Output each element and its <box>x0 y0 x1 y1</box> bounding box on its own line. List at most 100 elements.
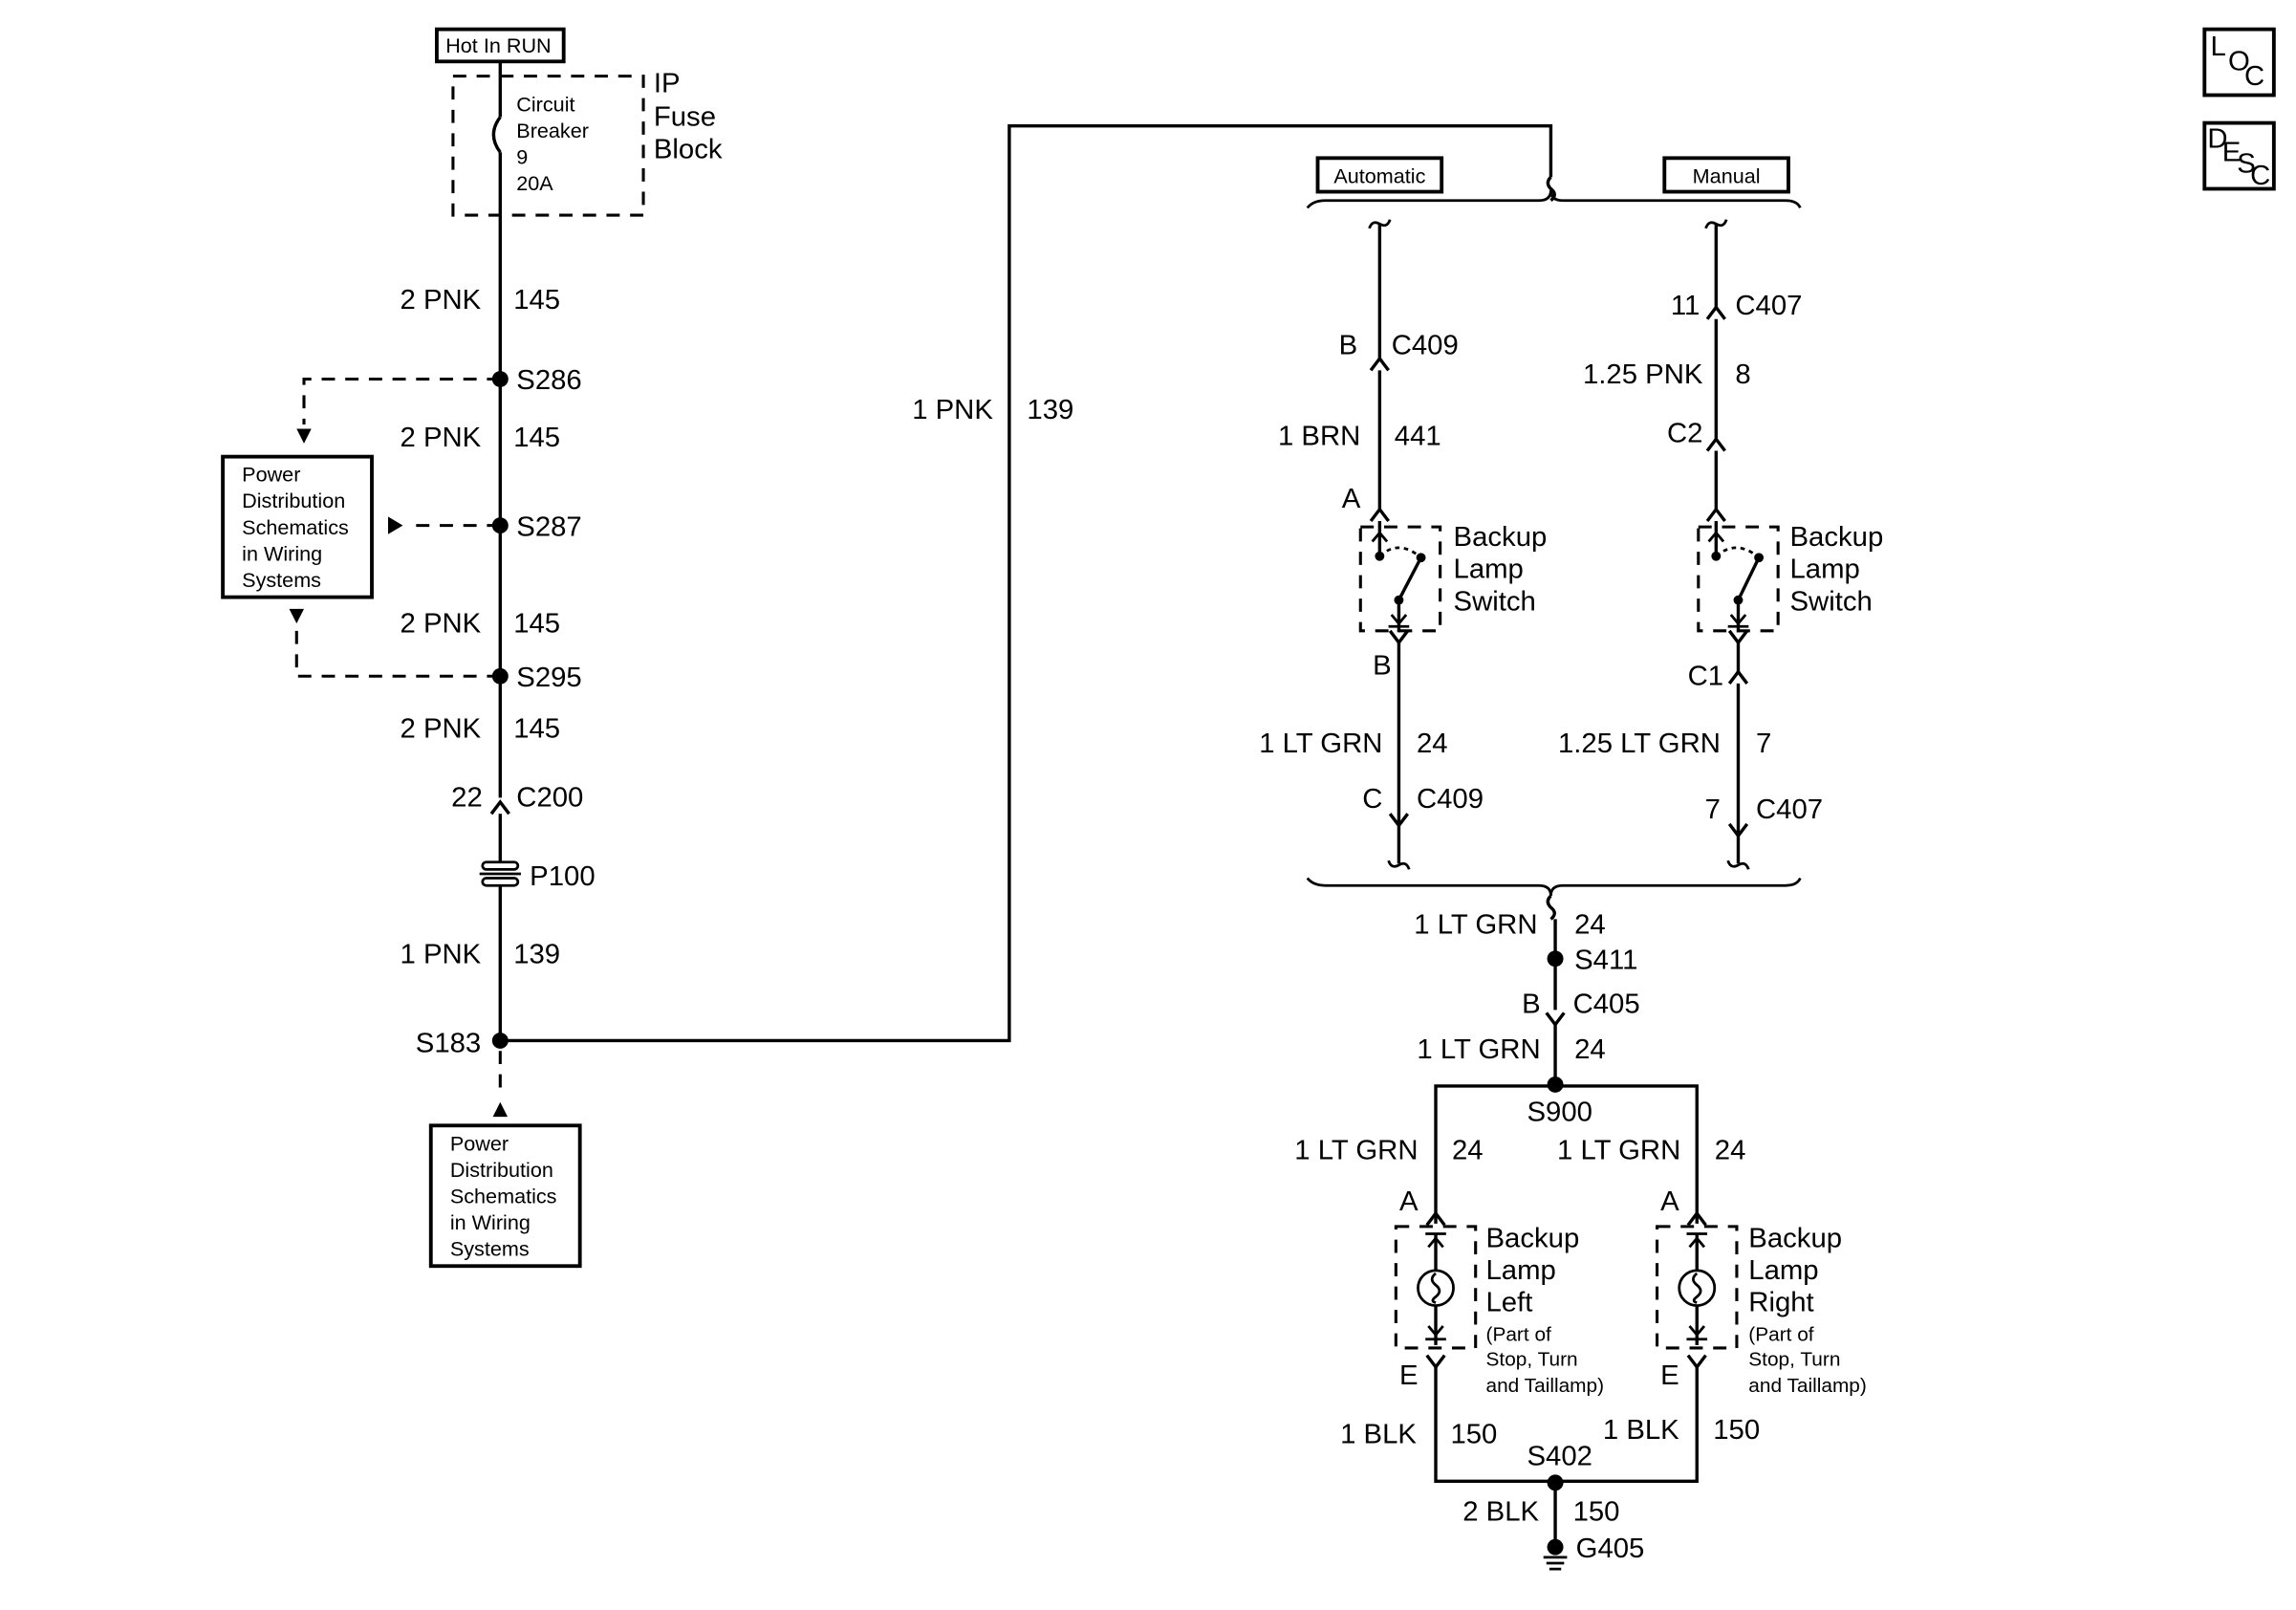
svg-text:C409: C409 <box>1417 784 1484 815</box>
svg-text:C: C <box>1362 784 1382 815</box>
wire-2pnk-145-b: 2 PNK 145 <box>401 423 561 453</box>
passthrough-p100: P100 <box>479 860 596 892</box>
wire-1pnk-139-left: 1 PNK 139 <box>401 939 561 969</box>
svg-text:Manual: Manual <box>1693 164 1761 187</box>
svg-text:(Part of: (Part of <box>1748 1323 1814 1345</box>
svg-text:2 PNK: 2 PNK <box>401 714 482 745</box>
svg-text:24: 24 <box>1574 910 1606 941</box>
svg-text:1 PNK: 1 PNK <box>401 939 482 969</box>
svg-text:1 BRN: 1 BRN <box>1278 422 1360 452</box>
loc-icon[interactable]: L O C <box>2202 27 2276 98</box>
backup-lamp-switch-automatic: A Backup Lamp Switch B <box>1342 484 1548 681</box>
svg-text:Backup: Backup <box>1748 1223 1842 1253</box>
svg-text:S287: S287 <box>516 511 581 542</box>
svg-text:2 PNK: 2 PNK <box>401 423 482 453</box>
wire-1pnk-139-label: 1 PNK 139 <box>912 395 1073 425</box>
power-distribution-reference-top[interactable]: Power Distribution Schematics in Wiring … <box>221 454 374 599</box>
svg-text:1 LT GRN: 1 LT GRN <box>1414 910 1537 941</box>
svg-text:C405: C405 <box>1573 989 1640 1019</box>
wire-1ltgrn-24-auto: 1 LT GRN 24 <box>1259 729 1447 759</box>
svg-text:2 PNK: 2 PNK <box>401 608 482 639</box>
circuit-breaker: Circuit Breaker 9 20A <box>491 76 589 216</box>
svg-text:O: O <box>2228 47 2250 77</box>
svg-text:24: 24 <box>1417 729 1448 759</box>
backup-lamp-right: A E Backup Lamp Right (Part of Stop, Tur… <box>1656 1186 1867 1397</box>
svg-text:Right: Right <box>1748 1288 1813 1318</box>
svg-text:145: 145 <box>513 423 560 453</box>
svg-text:Power: Power <box>242 464 300 487</box>
splice-s411: S411 <box>1547 946 1637 975</box>
svg-text:C200: C200 <box>516 783 583 814</box>
connector-c1: C1 <box>1688 662 1749 691</box>
splice-s402: S402 <box>1527 1442 1592 1491</box>
svg-text:S900: S900 <box>1527 1098 1592 1128</box>
svg-text:2 BLK: 2 BLK <box>1462 1497 1539 1528</box>
wire-1ltgrn-24-merge-b: 1 LT GRN 24 <box>1417 1034 1605 1065</box>
svg-text:1 LT GRN: 1 LT GRN <box>1557 1136 1680 1166</box>
svg-text:B: B <box>1339 331 1358 361</box>
svg-text:Backup: Backup <box>1454 522 1548 553</box>
svg-text:G405: G405 <box>1576 1534 1645 1564</box>
dashed-reference-lines <box>289 377 509 1118</box>
svg-text:Power: Power <box>450 1132 509 1155</box>
svg-text:Fuse: Fuse <box>654 102 716 133</box>
wire-2pnk-145-d: 2 PNK 145 <box>401 714 561 745</box>
manual-option-label: Manual <box>1662 156 1790 194</box>
svg-text:24: 24 <box>1715 1136 1746 1166</box>
svg-text:in Wiring: in Wiring <box>242 542 322 565</box>
svg-text:C: C <box>2250 161 2270 191</box>
connector-c200: 22 C200 <box>451 783 583 816</box>
svg-text:Distribution: Distribution <box>450 1159 553 1182</box>
svg-text:Hot In RUN: Hot In RUN <box>445 34 551 57</box>
svg-text:1 LT GRN: 1 LT GRN <box>1294 1136 1418 1166</box>
splice-s286: S286 <box>491 365 582 396</box>
wire-2pnk-145-a: 2 PNK 145 <box>401 285 561 315</box>
connector-c409-top: B C409 <box>1339 331 1459 372</box>
svg-text:Systems: Systems <box>242 569 321 592</box>
svg-text:and Taillamp): and Taillamp) <box>1486 1375 1605 1397</box>
svg-text:A: A <box>1399 1186 1419 1217</box>
svg-text:IP: IP <box>654 69 681 99</box>
automatic-option-label: Automatic <box>1315 156 1444 194</box>
svg-text:2 PNK: 2 PNK <box>401 285 482 315</box>
backup-lamp-left: A E Backup Lamp Left (Part of Stop, Turn… <box>1394 1186 1605 1397</box>
svg-text:Stop, Turn: Stop, Turn <box>1748 1348 1840 1370</box>
svg-text:Circuit: Circuit <box>516 93 574 116</box>
svg-text:Switch: Switch <box>1790 586 1873 617</box>
svg-text:(Part of: (Part of <box>1486 1323 1552 1345</box>
splice-s295: S295 <box>491 663 582 693</box>
connector-c405: B C405 <box>1522 989 1640 1028</box>
svg-text:7: 7 <box>1756 729 1771 759</box>
svg-text:150: 150 <box>1450 1420 1497 1450</box>
svg-text:145: 145 <box>513 714 560 745</box>
connector-c407-top: 11 C407 <box>1671 291 1803 321</box>
svg-text:9: 9 <box>516 146 528 169</box>
svg-text:441: 441 <box>1395 422 1441 452</box>
svg-text:C: C <box>2244 61 2264 92</box>
svg-text:145: 145 <box>513 285 560 315</box>
svg-text:1 BLK: 1 BLK <box>1340 1420 1417 1450</box>
svg-text:Left: Left <box>1486 1288 1533 1318</box>
option-brace-top <box>1306 176 1802 209</box>
option-brace-bottom <box>1306 877 1802 921</box>
desc-icon[interactable]: D E S C <box>2202 120 2276 191</box>
svg-text:145: 145 <box>513 608 560 639</box>
svg-text:Lamp: Lamp <box>1454 555 1524 585</box>
svg-text:Distribution: Distribution <box>242 490 345 512</box>
svg-text:C2: C2 <box>1667 418 1702 448</box>
svg-text:C409: C409 <box>1392 331 1459 361</box>
svg-text:139: 139 <box>1027 395 1073 425</box>
svg-text:1 BLK: 1 BLK <box>1603 1415 1679 1446</box>
svg-text:Breaker: Breaker <box>516 120 589 142</box>
svg-text:S183: S183 <box>416 1029 481 1059</box>
svg-text:P100: P100 <box>530 861 595 892</box>
power-distribution-reference-bottom[interactable]: Power Distribution Schematics in Wiring … <box>428 1123 582 1269</box>
connector-c409-bottom: C C409 <box>1362 784 1484 829</box>
wire-1pnk-139-run <box>500 123 1553 1043</box>
svg-text:A: A <box>1342 484 1361 514</box>
wire-125ltgrn-7: 1.25 LT GRN 7 <box>1558 729 1771 759</box>
svg-text:Lamp: Lamp <box>1748 1255 1818 1286</box>
svg-text:in Wiring: in Wiring <box>450 1211 531 1234</box>
svg-text:Automatic: Automatic <box>1333 164 1425 187</box>
